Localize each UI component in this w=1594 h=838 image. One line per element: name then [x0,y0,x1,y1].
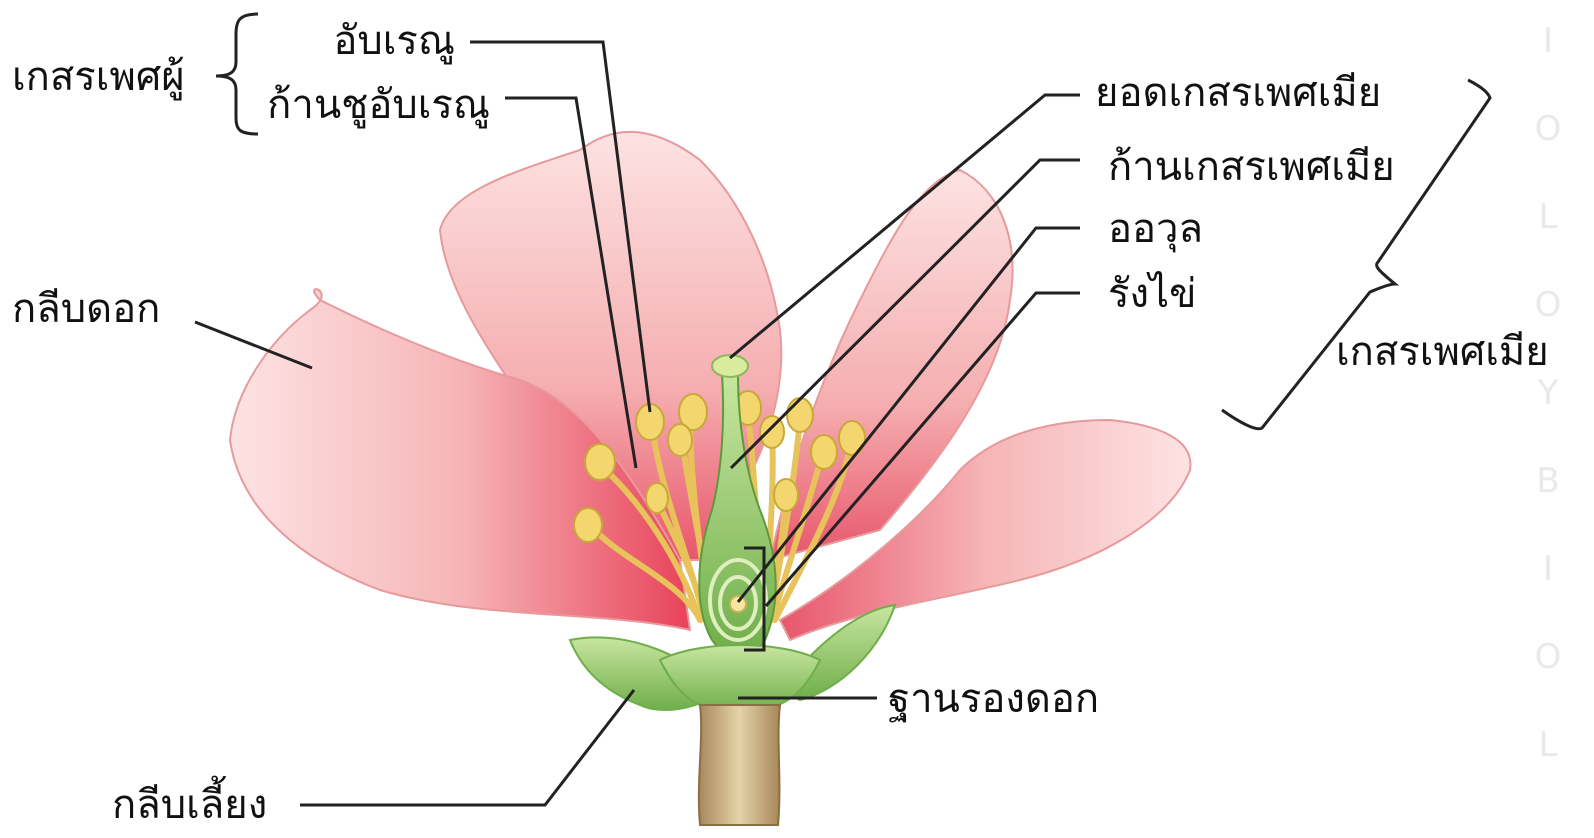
stamen-brace [216,14,258,134]
label-stigma: ยอดเกสรเพศเมีย [1095,70,1381,116]
pistil-brace [1222,80,1490,429]
label-pistil-group: เกสรเพศเมีย [1336,329,1549,375]
label-receptacle: ฐานรองดอก [888,676,1099,723]
watermark-letter: O [1535,109,1562,149]
label-stamen-group: เกสรเพศผู้ [12,54,185,100]
ovule-dot [730,596,746,612]
watermark: I O L O Y B I O L [1535,21,1562,765]
stigma-tip [712,355,748,377]
stem [699,705,780,825]
label-anther: อับเรณู [333,18,455,64]
label-sepal: กลีบเลี้ยง [112,775,267,828]
watermark-letter: L [1539,725,1558,765]
label-petal: กลีบดอก [12,286,160,332]
label-ovary: รังไข่ [1108,271,1196,317]
watermark-letter: B [1536,461,1559,501]
watermark-letter: L [1539,197,1558,237]
leader-sepal [300,690,634,805]
watermark-letter: I [1543,21,1553,61]
label-filament: ก้านชูอับเรณู [267,82,490,128]
watermark-letter: I [1543,549,1553,589]
label-style: ก้านเกสรเพศเมีย [1108,144,1395,190]
label-ovule: ออวุล [1108,206,1203,253]
watermark-letter: O [1535,285,1562,325]
watermark-letter: O [1535,637,1562,677]
watermark-letter: Y [1537,373,1559,413]
